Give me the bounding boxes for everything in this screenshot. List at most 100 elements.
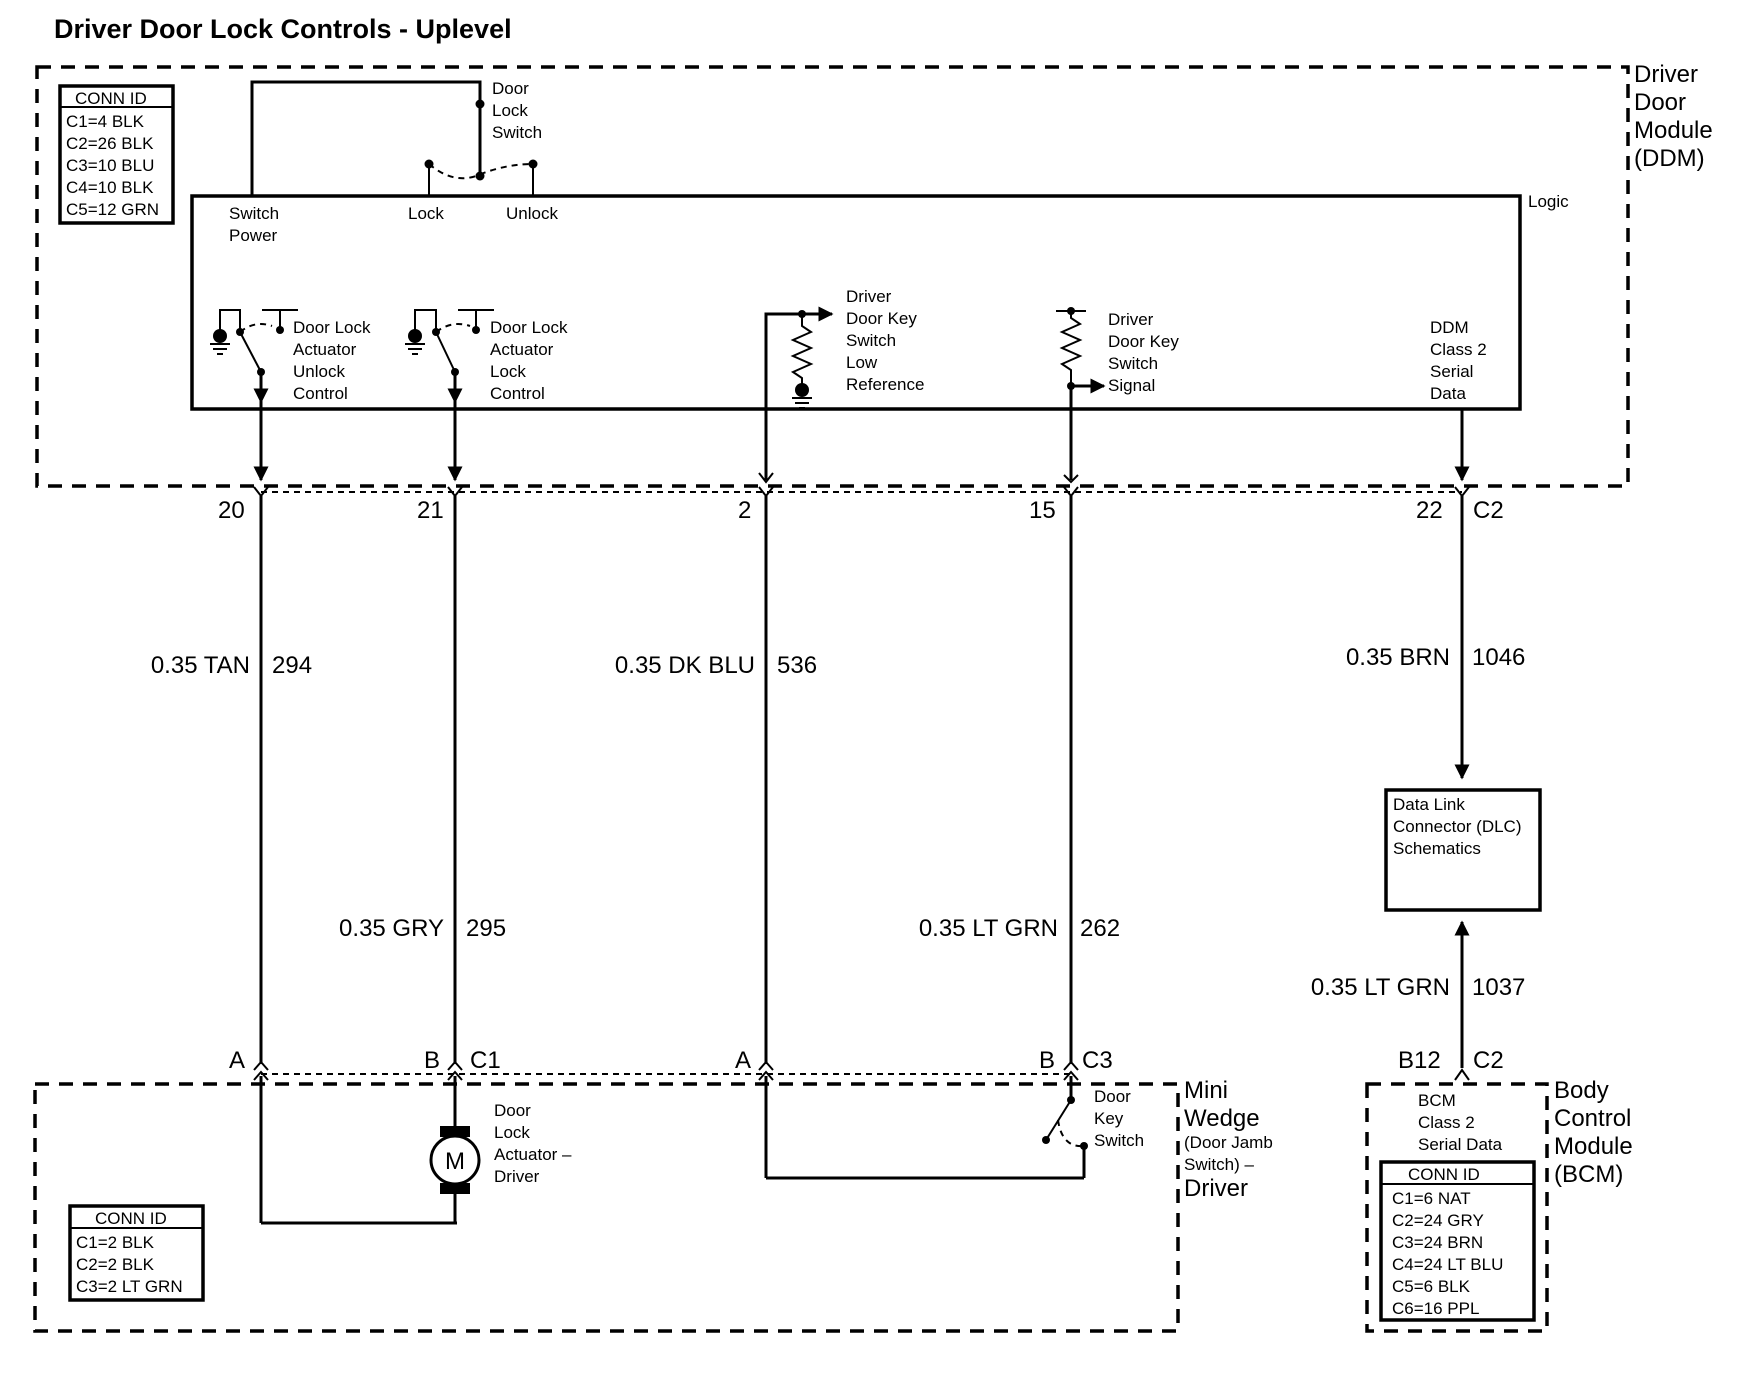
svg-text:Door Lock: Door Lock bbox=[490, 318, 568, 337]
svg-text:Class 2: Class 2 bbox=[1430, 340, 1487, 359]
svg-text:Schematics: Schematics bbox=[1393, 839, 1481, 858]
wire-1046 bbox=[1454, 409, 1470, 780]
conn-id-row: C1=4 BLK bbox=[66, 112, 145, 131]
conn-id-header: CONN ID bbox=[95, 1209, 167, 1228]
wire-262-number: 262 bbox=[1080, 915, 1120, 942]
lock-control-relay: Door Lock Actuator Lock Control bbox=[405, 309, 568, 404]
mini-wedge-connector-c3: C3 bbox=[1082, 1047, 1113, 1074]
svg-text:Connector (DLC): Connector (DLC) bbox=[1393, 817, 1522, 836]
conn-id-row: C4=24 LT BLU bbox=[1392, 1255, 1503, 1274]
conn-id-row: C3=2 LT GRN bbox=[76, 1277, 183, 1296]
wire-295-color: 0.35 GRY bbox=[339, 915, 444, 942]
bcm-class2-label: BCM Class 2 Serial Data bbox=[1418, 1091, 1503, 1154]
svg-text:(DDM): (DDM) bbox=[1634, 145, 1705, 172]
svg-text:Module: Module bbox=[1634, 117, 1713, 144]
svg-text:Key: Key bbox=[1094, 1109, 1124, 1128]
wire-536-color: 0.35 DK BLU bbox=[615, 652, 755, 679]
conn-id-row: C3=10 BLU bbox=[66, 156, 154, 175]
logic-label: Logic bbox=[1528, 192, 1569, 211]
mini-wedge-pin-a-c3: A bbox=[735, 1047, 751, 1074]
motor-symbol: M bbox=[445, 1148, 465, 1175]
bcm-connector-c2: C2 bbox=[1473, 1047, 1504, 1074]
wire-1037-color: 0.35 LT GRN bbox=[1311, 974, 1450, 1001]
svg-text:BCM: BCM bbox=[1418, 1091, 1456, 1110]
conn-id-row: C2=24 GRY bbox=[1392, 1211, 1484, 1230]
svg-text:Control: Control bbox=[490, 384, 545, 403]
ddm-class2-label: DDM Class 2 Serial Data bbox=[1430, 318, 1487, 403]
mini-wedge-pin-b-c3: B bbox=[1039, 1047, 1055, 1074]
svg-text:Switch: Switch bbox=[1108, 354, 1158, 373]
pin-20: 20 bbox=[218, 497, 245, 524]
svg-text:Door Key: Door Key bbox=[846, 309, 917, 328]
mini-wedge-connector-c1: C1 bbox=[470, 1047, 501, 1074]
conn-id-row: C3=24 BRN bbox=[1392, 1233, 1483, 1252]
ddm-connector-c2: C2 bbox=[1473, 497, 1504, 524]
svg-text:Power: Power bbox=[229, 226, 278, 245]
svg-text:Door Lock: Door Lock bbox=[293, 318, 371, 337]
svg-text:Lock: Lock bbox=[490, 362, 526, 381]
svg-text:Switch: Switch bbox=[229, 204, 279, 223]
svg-text:Switch: Switch bbox=[1094, 1131, 1144, 1150]
svg-text:Reference: Reference bbox=[846, 375, 924, 394]
svg-text:Data: Data bbox=[1430, 384, 1466, 403]
bcm-connector-chevron bbox=[1454, 1068, 1470, 1081]
bcm-boundary bbox=[1365, 1082, 1549, 1333]
svg-text:Switch: Switch bbox=[492, 123, 542, 142]
wire-295 bbox=[447, 402, 463, 1064]
svg-text:(Door Jamb: (Door Jamb bbox=[1184, 1133, 1273, 1152]
svg-text:Actuator –: Actuator – bbox=[494, 1145, 572, 1164]
svg-text:Unlock: Unlock bbox=[293, 362, 345, 381]
conn-id-row: C4=10 BLK bbox=[66, 178, 154, 197]
svg-text:Actuator: Actuator bbox=[490, 340, 554, 359]
pin-15: 15 bbox=[1029, 497, 1056, 524]
svg-text:Lock: Lock bbox=[494, 1123, 530, 1142]
svg-text:Serial Data: Serial Data bbox=[1418, 1135, 1503, 1154]
svg-text:Switch) –: Switch) – bbox=[1184, 1155, 1254, 1174]
door-key-switch: Door Key Switch bbox=[764, 1076, 1144, 1180]
ddm-conn-id-table: CONN ID C1=4 BLK C2=26 BLK C3=10 BLU C4=… bbox=[58, 84, 175, 225]
conn-id-row: C2=26 BLK bbox=[66, 134, 154, 153]
mini-wedge-pin-a-c1: A bbox=[229, 1047, 245, 1074]
svg-text:Door: Door bbox=[1094, 1087, 1131, 1106]
wire-294-number: 294 bbox=[272, 652, 312, 679]
svg-text:Control: Control bbox=[1554, 1105, 1631, 1132]
conn-id-row: C6=16 PPL bbox=[1392, 1299, 1479, 1318]
wire-294-color: 0.35 TAN bbox=[151, 652, 250, 679]
svg-text:Driver: Driver bbox=[1184, 1175, 1248, 1202]
svg-text:(BCM): (BCM) bbox=[1554, 1161, 1623, 1188]
svg-text:Signal: Signal bbox=[1108, 376, 1155, 395]
conn-id-row: C5=12 GRN bbox=[66, 200, 159, 219]
ddm-boundary bbox=[35, 65, 1630, 488]
unlock-label: Unlock bbox=[506, 204, 558, 223]
wire-294 bbox=[253, 402, 269, 1064]
svg-text:Mini: Mini bbox=[1184, 1077, 1228, 1104]
mini-wedge-conn-id-table: CONN ID C1=2 BLK C2=2 BLK C3=2 LT GRN bbox=[68, 1204, 205, 1302]
mini-wedge-name: Mini Wedge (Door Jamb Switch) – Driver bbox=[1184, 1077, 1273, 1202]
svg-text:Low: Low bbox=[846, 353, 878, 372]
svg-text:Switch: Switch bbox=[846, 331, 896, 350]
mini-wedge-connector-chevrons bbox=[253, 1060, 1079, 1081]
wire-1046-color: 0.35 BRN bbox=[1346, 644, 1450, 671]
svg-text:DDM: DDM bbox=[1430, 318, 1469, 337]
conn-id-header: CONN ID bbox=[75, 89, 147, 108]
conn-id-header: CONN ID bbox=[1408, 1165, 1480, 1184]
svg-text:Door: Door bbox=[1634, 89, 1686, 116]
unlock-control-relay: Door Lock Actuator Unlock Control bbox=[210, 309, 371, 404]
pin-21: 21 bbox=[417, 497, 444, 524]
wire-1037-number: 1037 bbox=[1472, 974, 1525, 1001]
wire-536-number: 536 bbox=[777, 652, 817, 679]
svg-text:Control: Control bbox=[293, 384, 348, 403]
svg-text:Door: Door bbox=[494, 1101, 531, 1120]
mini-wedge-pin-b-c1: B bbox=[424, 1047, 440, 1074]
key-signal-circuit: Driver Door Key Switch Signal bbox=[1056, 307, 1179, 480]
svg-text:Class 2: Class 2 bbox=[1418, 1113, 1475, 1132]
bcm-name: Body Control Module (BCM) bbox=[1554, 1077, 1633, 1188]
wire-262 bbox=[1063, 474, 1079, 1064]
svg-text:Actuator: Actuator bbox=[293, 340, 357, 359]
svg-text:Driver: Driver bbox=[1634, 61, 1698, 88]
pin-2: 2 bbox=[738, 497, 751, 524]
wire-1046-number: 1046 bbox=[1472, 644, 1525, 671]
svg-text:Serial: Serial bbox=[1430, 362, 1473, 381]
svg-text:Lock: Lock bbox=[492, 101, 528, 120]
svg-text:Door: Door bbox=[492, 79, 529, 98]
